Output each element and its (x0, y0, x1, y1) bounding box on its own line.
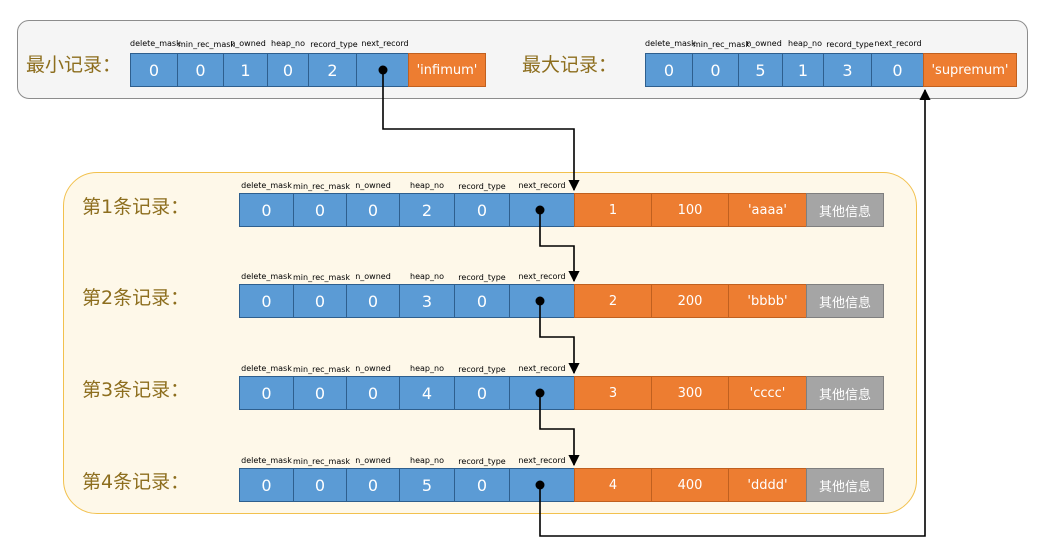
infimum-delete-mask: 0 (130, 53, 178, 87)
supremum-header-record-type: record_type (826, 40, 874, 49)
record-2-header-next-record: next_record (518, 272, 566, 281)
infimum-header-min-rec-mask: min_rec_mask (178, 40, 236, 49)
record-4-text: 'dddd' (728, 468, 807, 502)
record-3-to-record-4-arrow (539, 393, 580, 467)
record-1-n-owned: 0 (346, 193, 400, 227)
record-3-text: 'cccc' (728, 376, 807, 410)
supremum-heap-no: 1 (782, 53, 824, 87)
supremum-header-n-owned: n_owned (746, 39, 782, 48)
record-2-to-record-3-arrow (539, 301, 580, 375)
infimum-label: 最小记录： (26, 54, 122, 76)
supremum-delete-mask: 0 (645, 53, 693, 87)
record-4-header-n-owned: n_owned (355, 456, 391, 465)
record-3-id: 3 (574, 376, 652, 410)
record-2-header-delete-mask: delete_mask (241, 272, 292, 281)
record-2-text: 'bbbb' (728, 284, 807, 318)
record-4-value: 400 (651, 468, 729, 502)
record-4-header-delete-mask: delete_mask (241, 456, 292, 465)
infimum-header-next-record: next_record (361, 39, 409, 48)
infimum-data: 'infimum' (408, 53, 486, 87)
record-2-header-min-rec-mask: min_rec_mask (293, 273, 351, 282)
supremum-label: 最大记录： (522, 54, 618, 76)
infimum-min-rec-mask: 0 (177, 53, 224, 87)
record-2-header-n-owned: n_owned (355, 272, 391, 281)
record-3-min-rec-mask: 0 (293, 376, 347, 410)
record-1-delete-mask: 0 (239, 193, 294, 227)
record-3-header-next-record: next_record (518, 364, 566, 373)
supremum-header-delete-mask: delete_mask (645, 39, 696, 48)
record-4-other-info: 其他信息 (806, 468, 884, 502)
record-1-header-heap-no: heap_no (410, 181, 444, 190)
record-4-header-next-record: next_record (518, 456, 566, 465)
supremum-data: 'supremum' (923, 53, 1017, 87)
record-1-heap-no: 2 (399, 193, 455, 227)
record-3-n-owned: 0 (346, 376, 400, 410)
record-3-header-n-owned: n_owned (355, 364, 391, 373)
record-4-to-supremum-arrow (539, 88, 931, 537)
record-3-value: 300 (651, 376, 729, 410)
supremum-record-type: 3 (823, 53, 872, 87)
record-1-header-n-owned: n_owned (355, 181, 391, 190)
supremum-min-rec-mask: 0 (692, 53, 739, 87)
record-1-header-min-rec-mask: min_rec_mask (293, 182, 351, 191)
record-3-header-heap-no: heap_no (410, 364, 444, 373)
record-2-label: 第2条记录： (82, 287, 190, 309)
record-1-to-record-2-arrow (539, 210, 580, 283)
record-4-id: 4 (574, 468, 652, 502)
supremum-next-record: 0 (871, 53, 924, 87)
record-4-n-owned: 0 (346, 468, 400, 502)
record-4-heap-no: 5 (399, 468, 455, 502)
record-1-header-next-record: next_record (518, 181, 566, 190)
record-1-label: 第1条记录： (82, 196, 190, 218)
infimum-n-owned: 1 (223, 53, 268, 87)
record-2-id: 2 (574, 284, 652, 318)
record-4-record-type: 0 (454, 468, 510, 502)
record-3-header-record-type: record_type (458, 365, 506, 374)
record-1-header-delete-mask: delete_mask (241, 181, 292, 190)
record-1-other-info: 其他信息 (806, 193, 884, 227)
supremum-header-heap-no: heap_no (788, 39, 822, 48)
infimum-heap-no: 0 (267, 53, 309, 87)
record-3-header-delete-mask: delete_mask (241, 364, 292, 373)
supremum-header-min-rec-mask: min_rec_mask (693, 40, 751, 49)
record-3-other-info: 其他信息 (806, 376, 884, 410)
infimum-to-record-1-arrow (382, 70, 580, 192)
record-4-header-record-type: record_type (458, 457, 506, 466)
record-1-min-rec-mask: 0 (293, 193, 347, 227)
record-2-min-rec-mask: 0 (293, 284, 347, 318)
record-2-value: 200 (651, 284, 729, 318)
record-4-header-heap-no: heap_no (410, 456, 444, 465)
infimum-header-record-type: record_type (310, 40, 358, 49)
record-3-label: 第3条记录： (82, 379, 190, 401)
user-records-panel (63, 172, 917, 514)
record-3-record-type: 0 (454, 376, 510, 410)
record-4-label: 第4条记录： (82, 471, 190, 493)
record-3-delete-mask: 0 (239, 376, 294, 410)
infimum-header-n-owned: n_owned (230, 39, 266, 48)
record-3-heap-no: 4 (399, 376, 455, 410)
record-4-header-min-rec-mask: min_rec_mask (293, 457, 351, 466)
record-2-other-info: 其他信息 (806, 284, 884, 318)
record-1-record-type: 0 (454, 193, 510, 227)
record-1-id: 1 (574, 193, 652, 227)
record-2-header-heap-no: heap_no (410, 272, 444, 281)
record-1-header-record-type: record_type (458, 182, 506, 191)
supremum-header-next-record: next_record (874, 39, 922, 48)
infimum-header-heap-no: heap_no (271, 39, 305, 48)
infimum-header-delete-mask: delete_mask (130, 39, 181, 48)
record-4-next-record (509, 468, 575, 502)
record-3-header-min-rec-mask: min_rec_mask (293, 365, 351, 374)
record-2-header-record-type: record_type (458, 273, 506, 282)
